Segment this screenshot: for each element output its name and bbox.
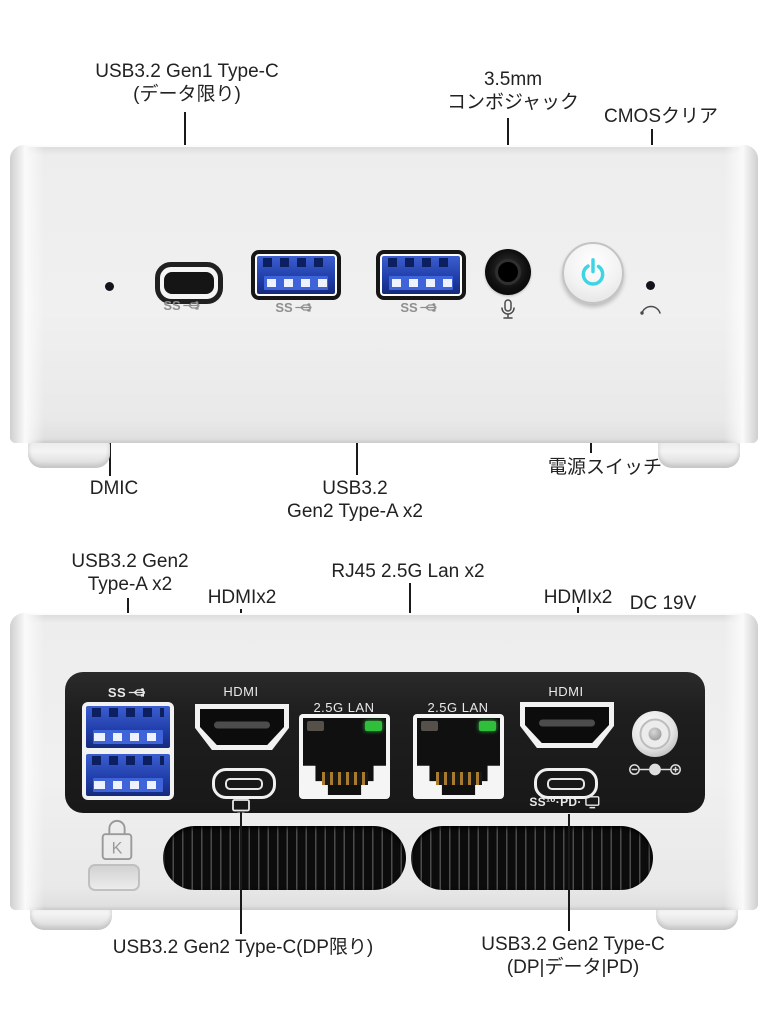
usb-a-port-front-2 [376, 250, 466, 300]
callout-text: USB3.2 [322, 478, 388, 499]
vent-grille-left [163, 826, 406, 890]
usb-a-port-front-1 [251, 250, 341, 300]
power-icon [581, 258, 605, 286]
callout-text: (データ限り) [133, 84, 241, 105]
usb-trident-icon [420, 303, 438, 312]
lan-led-green [365, 721, 382, 731]
usb-trident-icon [295, 303, 313, 312]
callout-front-combo-jack: 3.5mm コンボジャック [447, 68, 579, 114]
ss-text: SS [163, 298, 181, 313]
usb-c-slot [225, 777, 263, 790]
rj45-pins [321, 772, 368, 785]
kensington-slot [88, 864, 140, 891]
lan-caption-1: 2.5G LAN [313, 700, 375, 715]
reset-arc-icon [638, 298, 664, 320]
usb-a-port-rear-bottom [86, 754, 170, 796]
usb-c-port-rear-right [534, 768, 598, 799]
hdmi-slot [214, 721, 270, 729]
usb-a-ports-rear [82, 702, 174, 800]
lan-led-amber [307, 721, 324, 731]
lan-led-green [479, 721, 496, 731]
callout-rear-dc: DC 19V [630, 592, 697, 615]
usb-trident-icon [129, 688, 146, 697]
lan-port-1 [299, 714, 390, 799]
callout-text: Gen2 Type-A x2 [287, 501, 423, 522]
lan-port-2 [413, 714, 504, 799]
dmic-hole [105, 282, 114, 291]
headset-mic-icon [497, 298, 519, 327]
kensington-lock-icon: K [96, 814, 138, 869]
callout-text: DMIC [89, 478, 139, 499]
usb-a-tongue [257, 256, 335, 294]
ss-text: SS [275, 300, 293, 315]
usb-c-port-front [155, 262, 223, 304]
hdmi-caption-left: HDMI [223, 684, 259, 699]
power-button [562, 242, 624, 304]
callout-text: HDMIx2 [207, 587, 277, 608]
ss-text: SS [400, 300, 418, 315]
front-foot-left [28, 440, 110, 468]
ss-usb-tag: SS [275, 300, 316, 315]
ss-usb-tag: SS [400, 300, 441, 315]
hdmi-port-right [520, 702, 614, 748]
callout-front-dmic: DMIC [90, 477, 139, 500]
usb-c-port-rear-left [212, 768, 276, 799]
callout-text: CMOSクリア [603, 106, 719, 127]
lan-caption-2: 2.5G LAN [427, 700, 489, 715]
kensington-k: K [112, 839, 123, 857]
lan-led-amber [421, 721, 438, 731]
callout-front-power: 電源スイッチ [548, 456, 662, 479]
hdmi-slot [539, 719, 595, 727]
callout-rear-usb-c-left: USB3.2 Gen2 Type-C(DP限り) [113, 936, 373, 959]
callout-text: コンボジャック [446, 92, 580, 113]
callout-text: DC 19V [629, 593, 697, 614]
callout-rear-hdmi-right: HDMIx2 [544, 586, 613, 609]
callout-text: 3.5mm [483, 69, 543, 90]
usb-trident-icon [183, 301, 201, 310]
usb-c-slot [547, 777, 585, 790]
callout-text: USB3.2 Gen2 [71, 551, 189, 572]
usb-a-tongue [382, 256, 460, 294]
callout-text: (DP|データ|PD) [506, 957, 640, 978]
ss-text: SS [107, 685, 127, 700]
ss-usb-tag-rear: SS [108, 685, 150, 700]
jack-hole [495, 259, 521, 285]
callout-text: USB3.2 Gen2 Type-C [481, 934, 665, 955]
hdmi-caption-right: HDMI [548, 684, 584, 699]
callout-rear-lan: RJ45 2.5G Lan x2 [331, 560, 484, 583]
callout-rear-usb-c-right: USB3.2 Gen2 Type-C (DP|データ|PD) [481, 933, 664, 979]
ss-usb-tag: SS [163, 298, 204, 313]
callout-front-cmos: CMOSクリア [604, 105, 718, 128]
callout-rear-usb-a: USB3.2 Gen2 Type-A x2 [71, 550, 188, 596]
callout-front-usb-c: USB3.2 Gen1 Type-C (データ限り) [95, 60, 278, 106]
callout-front-usb-a: USB3.2 Gen2 Type-A x2 [287, 477, 423, 523]
hdmi-port-left [195, 704, 289, 750]
audio-combo-jack [485, 249, 531, 295]
polarity-icon [627, 762, 683, 782]
vent-grille-right [411, 826, 653, 890]
cmos-clear-hole [646, 281, 655, 290]
callout-line [568, 814, 570, 931]
callout-text: Type-A x2 [87, 574, 173, 595]
usb-c-slot [164, 272, 214, 294]
callout-text: USB3.2 Gen1 Type-C [95, 61, 279, 82]
front-foot-right [658, 440, 740, 468]
callout-text: USB3.2 Gen2 Type-C(DP限り) [112, 937, 374, 958]
display-icon [585, 796, 600, 809]
callout-text: HDMIx2 [543, 587, 613, 608]
callout-rear-hdmi-left: HDMIx2 [208, 586, 277, 609]
badge-text: SS¹⁰·PD· [529, 795, 582, 809]
callout-text: 電源スイッチ [547, 457, 663, 478]
rj45-pins [435, 772, 482, 785]
callout-line [240, 812, 242, 934]
dc-jack-pin [648, 727, 662, 741]
callout-text: RJ45 2.5G Lan x2 [331, 561, 485, 582]
usb-c-capability-badge: SS¹⁰·PD· [529, 795, 600, 809]
usb-a-port-rear-top [86, 706, 170, 748]
dc-power-jack [632, 711, 678, 757]
